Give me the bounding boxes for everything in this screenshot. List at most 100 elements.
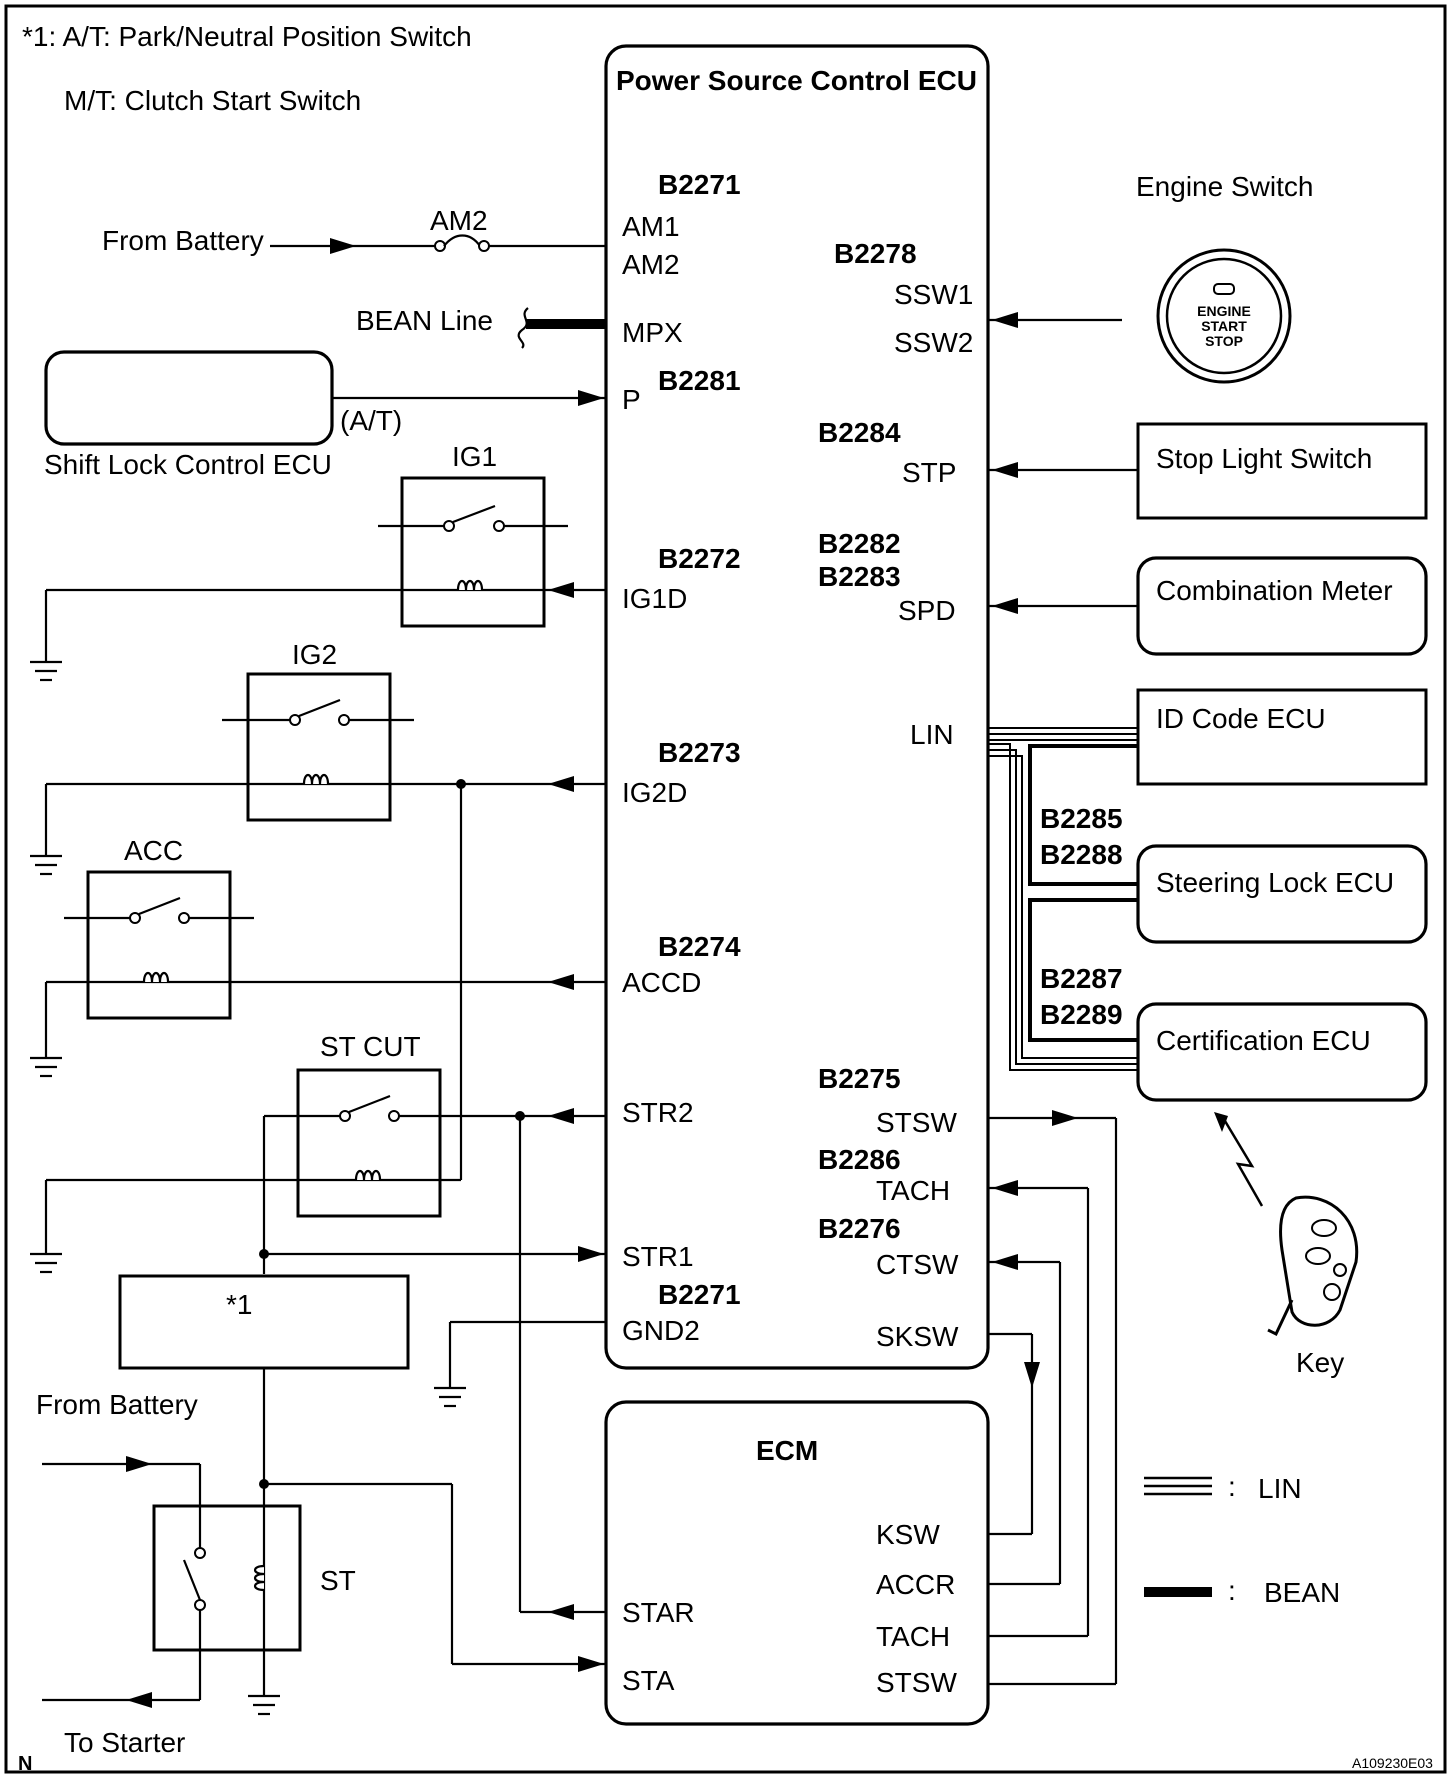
pin-sksw: SKSW xyxy=(876,1321,959,1352)
orientation-mark: N xyxy=(18,1753,32,1775)
ecm-pin-stsw: STSW xyxy=(876,1667,957,1698)
certification-ecu-label: Certification ECU xyxy=(1156,1025,1371,1056)
lin-bus xyxy=(988,727,1138,1071)
pin-p: P xyxy=(622,384,641,415)
arrow-ctsw-in xyxy=(992,1254,1018,1270)
diagram-frame xyxy=(4,4,1447,1774)
arrow-str2 xyxy=(548,1108,574,1124)
ground-symbol-acc xyxy=(30,1056,62,1078)
arrow-accd xyxy=(548,974,574,990)
pin-ig2d: IG2D xyxy=(622,777,687,808)
connector-b2287: B2287 xyxy=(1040,963,1123,994)
pin-ig1d: IG1D xyxy=(622,583,687,614)
at-label: (A/T) xyxy=(340,405,402,436)
legend-lin-colon: : xyxy=(1228,1471,1236,1502)
arrow-stp xyxy=(992,462,1018,478)
acc-coil xyxy=(142,971,170,983)
pin-mpx: MPX xyxy=(622,317,683,348)
connector-b2283: B2283 xyxy=(818,561,901,592)
pin-am2: AM2 xyxy=(622,249,680,280)
ground-symbol-gnd2 xyxy=(434,1386,466,1408)
from-battery-label-top: From Battery xyxy=(102,225,264,256)
arrow-stsw-out xyxy=(1052,1110,1078,1126)
ecm-pin-sta: STA xyxy=(622,1665,675,1696)
connector-b2278: B2278 xyxy=(834,238,917,269)
combination-meter-label: Combination Meter xyxy=(1156,575,1393,606)
ig1-relay-box xyxy=(400,476,546,628)
connector-b2282: B2282 xyxy=(818,528,901,559)
legend-lin-label: LIN xyxy=(1258,1473,1302,1504)
steering-lock-ecu-box xyxy=(1136,844,1428,944)
note-1-line-1: *1: A/T: Park/Neutral Position Switch xyxy=(22,21,472,52)
certification-ecu-box xyxy=(1136,1002,1428,1102)
connector-b2288: B2288 xyxy=(1040,839,1123,870)
pin-stsw: STSW xyxy=(876,1107,957,1138)
pin-str2: STR2 xyxy=(622,1097,694,1128)
ig2-label: IG2 xyxy=(292,639,337,670)
engine-start-stop-button: ENGINE START STOP xyxy=(1156,248,1292,384)
id-code-ecu-box xyxy=(1136,688,1428,786)
ground-symbol-ig2 xyxy=(30,854,62,876)
connector-b2286: B2286 xyxy=(818,1144,901,1175)
pin-accd: ACCD xyxy=(622,967,701,998)
arrow-to-starter xyxy=(126,1692,152,1708)
connector-b2272: B2272 xyxy=(658,543,741,574)
connector-b2275: B2275 xyxy=(818,1063,901,1094)
pin-tach: TACH xyxy=(876,1175,950,1206)
legend-lin-symbol xyxy=(1144,1476,1212,1496)
ecm-box xyxy=(604,1400,990,1726)
connector-b2274: B2274 xyxy=(658,931,741,962)
to-starter-label: To Starter xyxy=(64,1727,185,1758)
pin-ctsw: CTSW xyxy=(876,1249,959,1280)
arrow-sta xyxy=(578,1656,604,1672)
ecm-pin-tach: TACH xyxy=(876,1621,950,1652)
arrow-ig2d xyxy=(548,776,574,792)
fuse-am2-label: AM2 xyxy=(430,205,488,236)
pin-ssw2: SSW2 xyxy=(894,327,973,358)
connector-b2284: B2284 xyxy=(818,417,901,448)
st-coil xyxy=(253,1564,265,1592)
pin-ssw1: SSW1 xyxy=(894,279,973,310)
connector-b2271-bottom: B2271 xyxy=(658,1279,741,1310)
shift-lock-control-ecu-label: Shift Lock Control ECU xyxy=(44,449,332,480)
arrow-str1 xyxy=(578,1246,604,1262)
park-neutral-switch-mark: *1 xyxy=(226,1289,252,1320)
st-cut-relay-box xyxy=(296,1068,442,1218)
connector-b2281: B2281 xyxy=(658,365,741,396)
ig2-coil xyxy=(302,773,330,785)
figure-code: A109230E03 xyxy=(1352,1755,1433,1771)
fuse-am2 xyxy=(443,234,481,247)
connector-b2276: B2276 xyxy=(818,1213,901,1244)
power-source-control-ecu-box xyxy=(604,44,990,1370)
engine-switch-label: Engine Switch xyxy=(1136,171,1313,202)
pin-am1: AM1 xyxy=(622,211,680,242)
key-label: Key xyxy=(1296,1347,1344,1378)
lin-bus-thick xyxy=(1028,744,1138,1042)
smart-key-icon xyxy=(1267,1195,1359,1337)
note-1-line-2: M/T: Clutch Start Switch xyxy=(64,85,361,116)
engine-button-text-3: STOP xyxy=(1205,333,1243,349)
from-battery-label-bottom: From Battery xyxy=(36,1389,198,1420)
park-neutral-switch-box xyxy=(118,1274,410,1370)
ecm-pin-star: STAR xyxy=(622,1597,695,1628)
bean-line-label: BEAN Line xyxy=(356,305,493,336)
pin-gnd2: GND2 xyxy=(622,1315,700,1346)
arrow-battery-top xyxy=(330,238,356,254)
combination-meter-box xyxy=(1136,556,1428,656)
pin-lin: LIN xyxy=(910,719,954,750)
ig1-label: IG1 xyxy=(452,441,497,472)
st-cut-coil xyxy=(354,1169,382,1181)
pin-spd: SPD xyxy=(898,595,956,626)
engine-button-text-1: ENGINE xyxy=(1197,303,1251,319)
pin-stp: STP xyxy=(902,457,956,488)
st-cut-label: ST CUT xyxy=(320,1031,421,1062)
ground-symbol-st-cut xyxy=(30,1252,62,1274)
ig2-relay-box xyxy=(246,672,392,822)
arrow-ig1d xyxy=(548,582,574,598)
ground-symbol-ig1 xyxy=(30,660,62,682)
acc-relay-box xyxy=(86,870,232,1020)
arrow-sksw-down xyxy=(1024,1362,1040,1388)
st-relay-box xyxy=(152,1504,302,1652)
ground-symbol-st xyxy=(248,1694,280,1716)
